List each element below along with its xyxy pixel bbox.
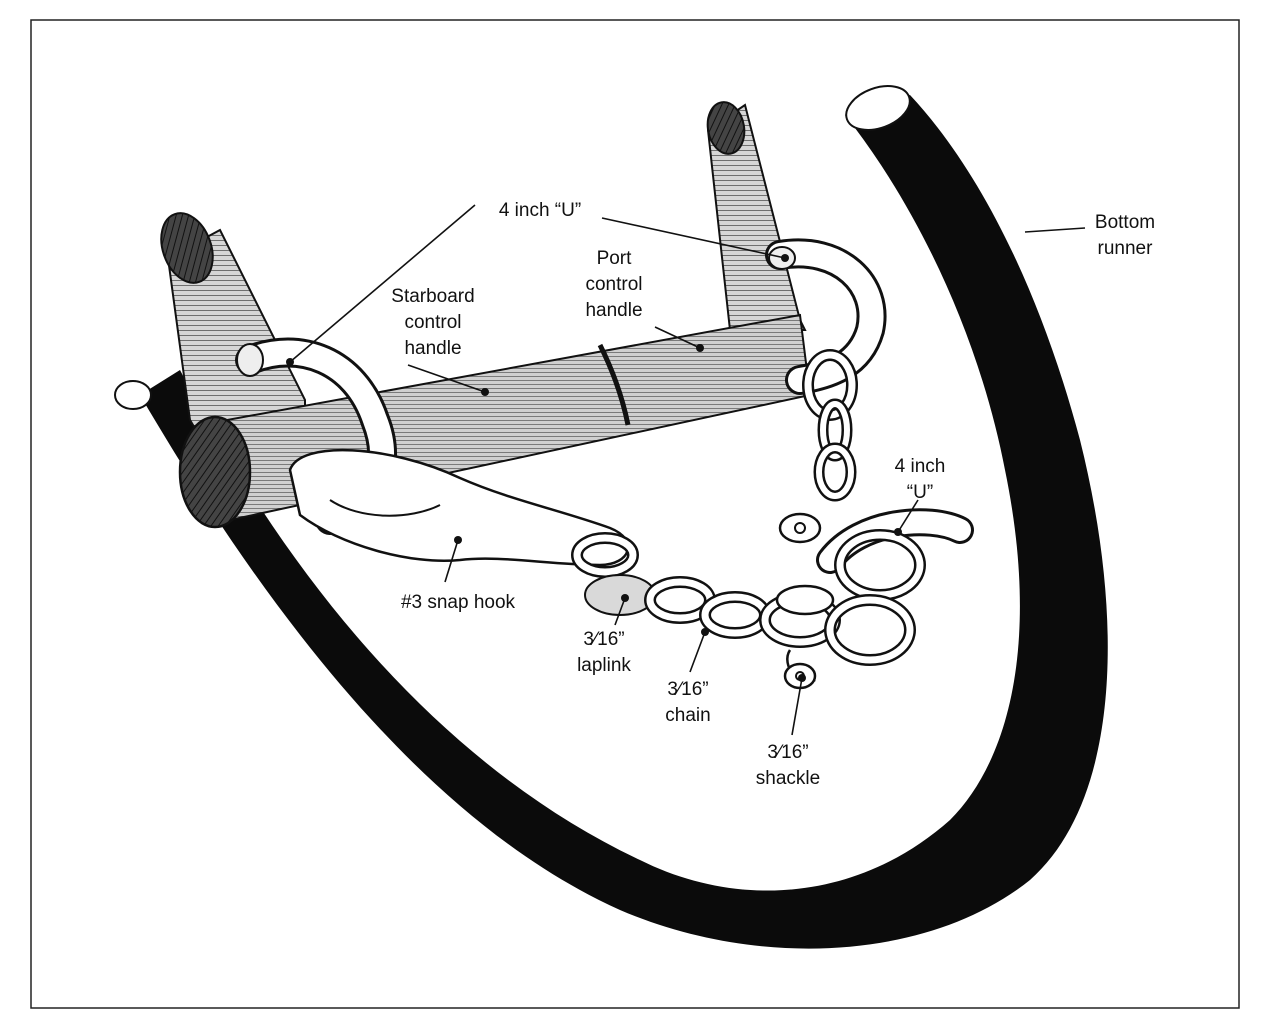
label-port-line2: control: [585, 274, 642, 295]
label-port-line1: Port: [597, 248, 633, 269]
label-laplink-size: 3⁄16”: [583, 629, 624, 650]
label-u-bolt-right-line2: “U”: [907, 482, 933, 503]
label-u-bolt-right-line1: 4 inch: [895, 456, 946, 477]
label-bottom-runner-line2: runner: [1098, 238, 1154, 259]
label-chain: chain: [665, 705, 710, 726]
label-shackle: shackle: [756, 768, 820, 789]
label-u-bolt-top: 4 inch “U”: [499, 200, 581, 221]
label-starboard-line3: handle: [404, 338, 461, 359]
label-snap-hook: #3 snap hook: [401, 592, 516, 613]
label-starboard-line1: Starboard: [391, 286, 474, 307]
label-chain-size: 3⁄16”: [667, 679, 708, 700]
label-laplink: laplink: [577, 655, 631, 676]
label-bottom-runner-line1: Bottom: [1095, 212, 1155, 233]
right-u-bolt-lower: [780, 514, 960, 595]
label-starboard-line2: control: [404, 312, 461, 333]
port-post: [704, 99, 805, 330]
label-shackle-size: 3⁄16”: [767, 742, 808, 763]
label-port-line3: handle: [585, 300, 642, 321]
